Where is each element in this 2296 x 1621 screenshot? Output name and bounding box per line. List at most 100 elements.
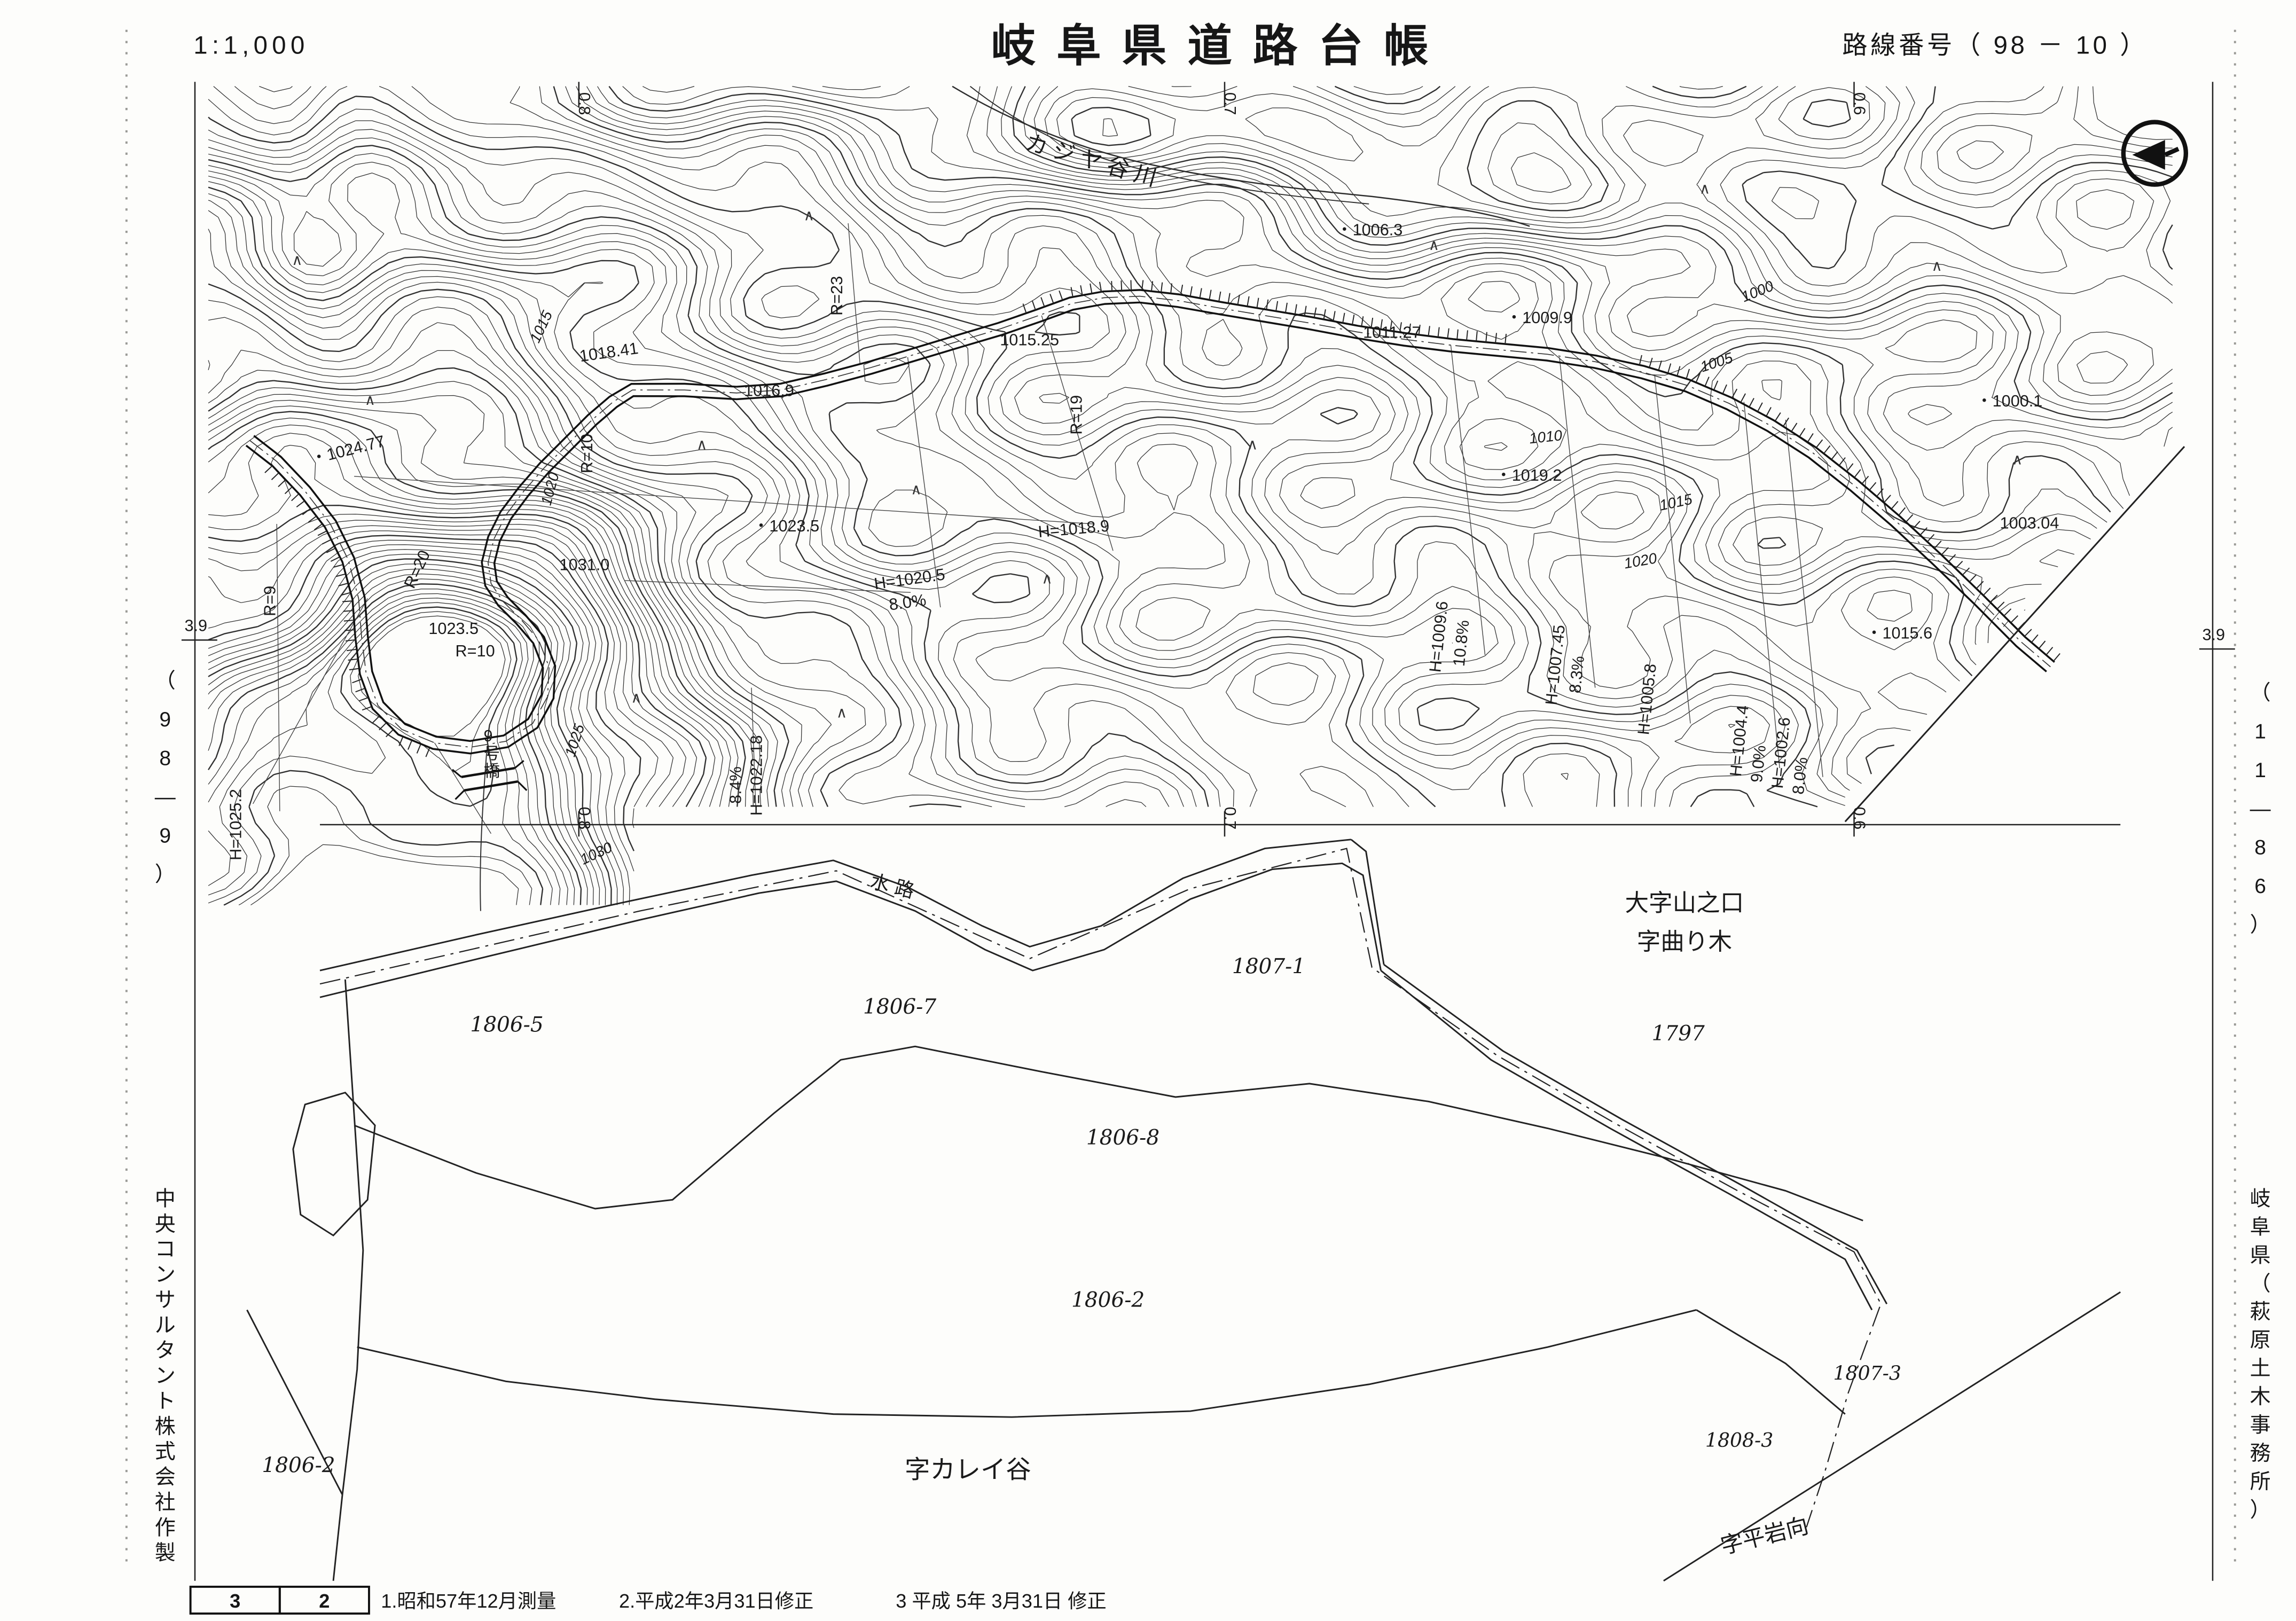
sheet-index-value: 3	[230, 1590, 240, 1612]
contour-line	[208, 513, 698, 807]
contour-line	[208, 193, 1197, 807]
map-label: 1023.5	[428, 620, 479, 638]
contour-line	[208, 394, 769, 807]
contour-line	[1023, 86, 2173, 412]
contour-line	[597, 86, 2107, 627]
parcel-boundary	[319, 862, 1382, 998]
parcel-boundary	[357, 1309, 1697, 1418]
survey-line	[1041, 315, 1114, 551]
map-label: 字カレイ谷	[905, 1455, 1031, 1484]
map-label: ・1024.77	[309, 432, 387, 468]
map-label: 0.6	[1851, 92, 1869, 115]
contour-line	[208, 563, 606, 905]
contour-line	[208, 520, 687, 807]
contour-line	[208, 539, 634, 872]
north-arrow-icon	[2121, 120, 2189, 187]
map-label: ・1015.6	[1866, 624, 1932, 643]
map-label: ∧	[1931, 257, 1942, 274]
contour-line	[553, 86, 1973, 774]
survey-line	[434, 742, 492, 834]
bridge-symbol	[452, 759, 528, 800]
parcel-boundary	[354, 1045, 1863, 1221]
contour-line	[208, 530, 659, 828]
survey-line	[751, 687, 757, 811]
map-label: ・1009.9	[1506, 309, 1572, 327]
map-label: R=9	[261, 586, 279, 616]
contour-line	[1956, 86, 2173, 170]
map-label: 1807-3	[1833, 1362, 1901, 1385]
contour-line	[208, 153, 1600, 807]
map-label: 1806-8	[1086, 1126, 1159, 1150]
contour-line	[208, 549, 624, 905]
map-label: 1806-5	[470, 1013, 543, 1037]
parcel-boundary	[1663, 1291, 2121, 1581]
survey-lines	[253, 223, 1823, 834]
contour-line	[213, 86, 1913, 798]
contour-line	[250, 615, 519, 905]
map-label: 1806-2	[1071, 1288, 1145, 1312]
survey-line	[354, 476, 1094, 524]
contour-line	[208, 108, 1799, 807]
parcel-boundaries	[246, 839, 2121, 1581]
contour-line	[622, 86, 2124, 523]
survey-line	[1743, 402, 1780, 769]
map-label: ∧	[1429, 237, 1439, 253]
contour-line	[223, 606, 544, 906]
map-label: 1806-2	[262, 1453, 335, 1477]
contour-line	[208, 381, 778, 807]
contour-line	[234, 86, 1947, 791]
map-label: 8.3%	[1566, 655, 1588, 694]
map-scale: 1:1,000	[193, 31, 309, 59]
map-label: ・1023.5	[753, 517, 819, 535]
parcel-boundary	[332, 979, 364, 1581]
contour-line	[208, 129, 1770, 807]
contour-line	[259, 86, 1960, 784]
contour-line	[208, 173, 1319, 807]
contour-line	[208, 544, 630, 905]
contour-line	[208, 367, 789, 807]
map-label: 1003.04	[2000, 514, 2059, 532]
survey-line	[907, 357, 941, 608]
map-label: 1016,9	[744, 381, 794, 400]
parcel-boundary	[1383, 964, 1888, 1305]
contour-line	[576, 86, 2091, 645]
map-label: ∧	[2012, 451, 2023, 468]
contour-line	[208, 350, 802, 807]
contour-line	[1033, 86, 2173, 405]
map-label: R=19	[1068, 395, 1086, 435]
boundary-dashdot	[319, 848, 1882, 1528]
frame	[181, 82, 2235, 1581]
contour-line	[208, 405, 753, 807]
contour-line	[208, 400, 761, 807]
contour-line	[208, 425, 731, 807]
map-label: ・1000.1	[1976, 392, 2042, 410]
contour-line	[208, 583, 582, 905]
map-label: ∧	[1041, 570, 1052, 586]
contour-line	[642, 86, 2173, 506]
contour-line	[1044, 86, 2173, 396]
map-label: 0.7	[1221, 92, 1239, 115]
map-label: H=1020.5	[873, 565, 946, 593]
contour-line	[208, 535, 641, 851]
contour-line	[208, 558, 612, 905]
map-label: 8.4%	[726, 766, 745, 804]
road-hatching	[1022, 280, 1507, 344]
map-label: H=1022.18	[748, 735, 766, 816]
survey-line	[276, 524, 280, 811]
map-label: 8.0%	[888, 591, 927, 614]
survey-line	[1559, 357, 1596, 688]
contour-line	[208, 120, 1786, 807]
contour-line	[208, 322, 832, 807]
credit-right: 岐阜県（萩原土木事務所）	[2250, 1187, 2271, 1521]
contour-line	[208, 210, 1170, 808]
contour-line	[208, 283, 962, 808]
contour-line	[208, 307, 866, 807]
map-label: H=1025.2	[226, 789, 245, 860]
map-label: ∧	[911, 481, 921, 497]
road	[245, 280, 2060, 757]
map-label: 1015	[1658, 490, 1694, 513]
map-label: 1015.25	[1000, 331, 1059, 349]
